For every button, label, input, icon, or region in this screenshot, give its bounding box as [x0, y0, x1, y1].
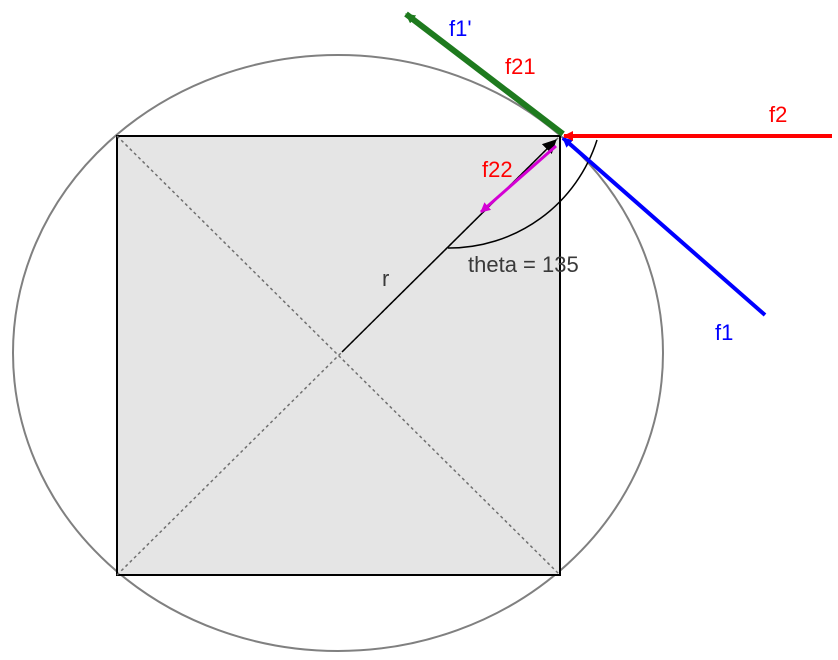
f1-label: f1 — [715, 320, 733, 345]
radius-arrow — [341, 139, 557, 353]
theta-label: theta = 135 — [468, 252, 579, 277]
r-label: r — [382, 266, 389, 291]
outer-circle — [12, 54, 664, 652]
theta-arc — [447, 139, 598, 249]
f22-arrow — [480, 144, 557, 214]
f1-arrow — [561, 136, 767, 317]
f22-label: f22 — [482, 157, 513, 182]
f1-prime-arrow — [404, 11, 565, 137]
f2-label: f2 — [769, 102, 787, 127]
f21-label: f21 — [505, 54, 536, 79]
diagonal-line — [116, 135, 561, 576]
diagonal-line — [116, 135, 561, 576]
f1-prime-label: f1' — [449, 16, 472, 41]
